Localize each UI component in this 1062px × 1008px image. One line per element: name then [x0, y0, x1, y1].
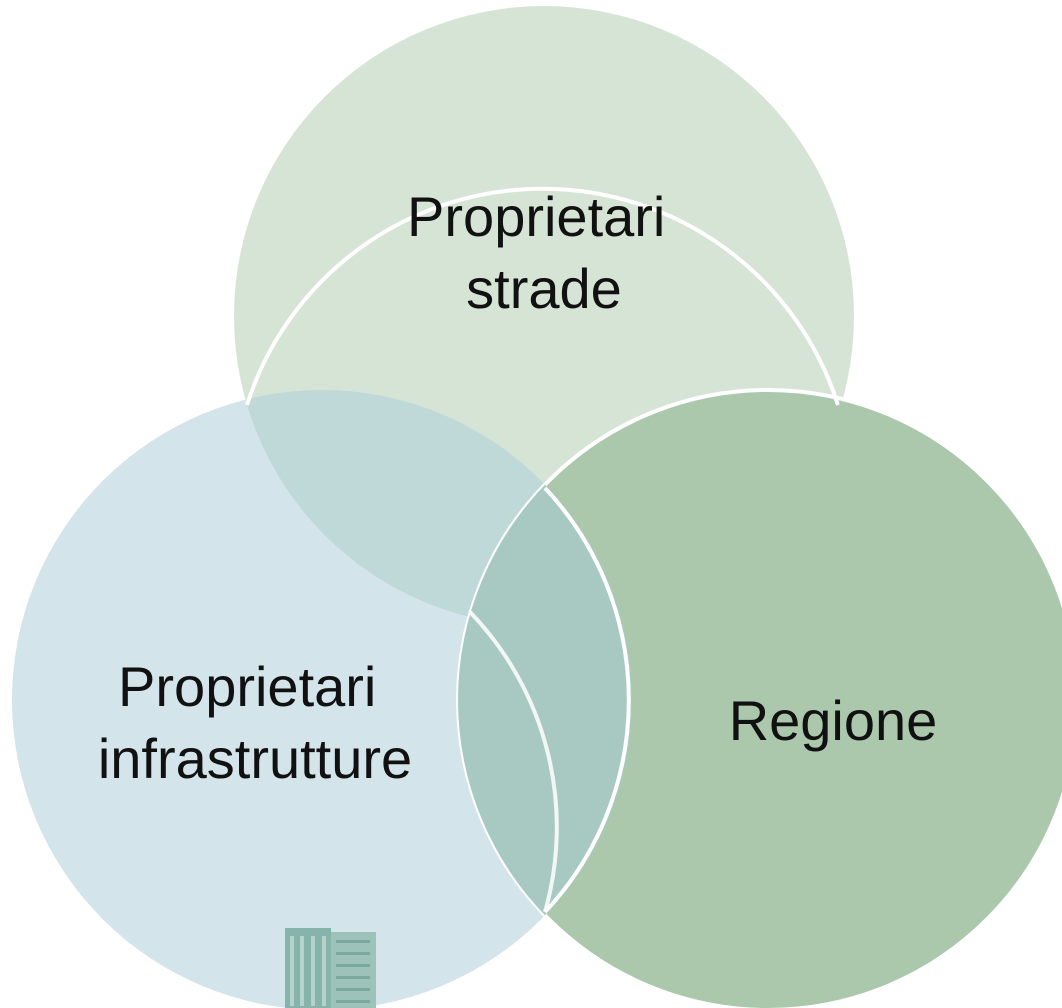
label-left: Proprietari infrastrutture	[98, 655, 412, 790]
building-icon	[285, 928, 376, 1008]
outline-left-arc	[468, 610, 559, 913]
overlap-top-left	[234, 390, 632, 626]
label-right: Regione	[729, 689, 938, 752]
outline-top-left-arc	[245, 186, 840, 406]
outline-left-inner-arc	[543, 486, 631, 914]
label-top: Proprietari strade	[407, 185, 681, 320]
